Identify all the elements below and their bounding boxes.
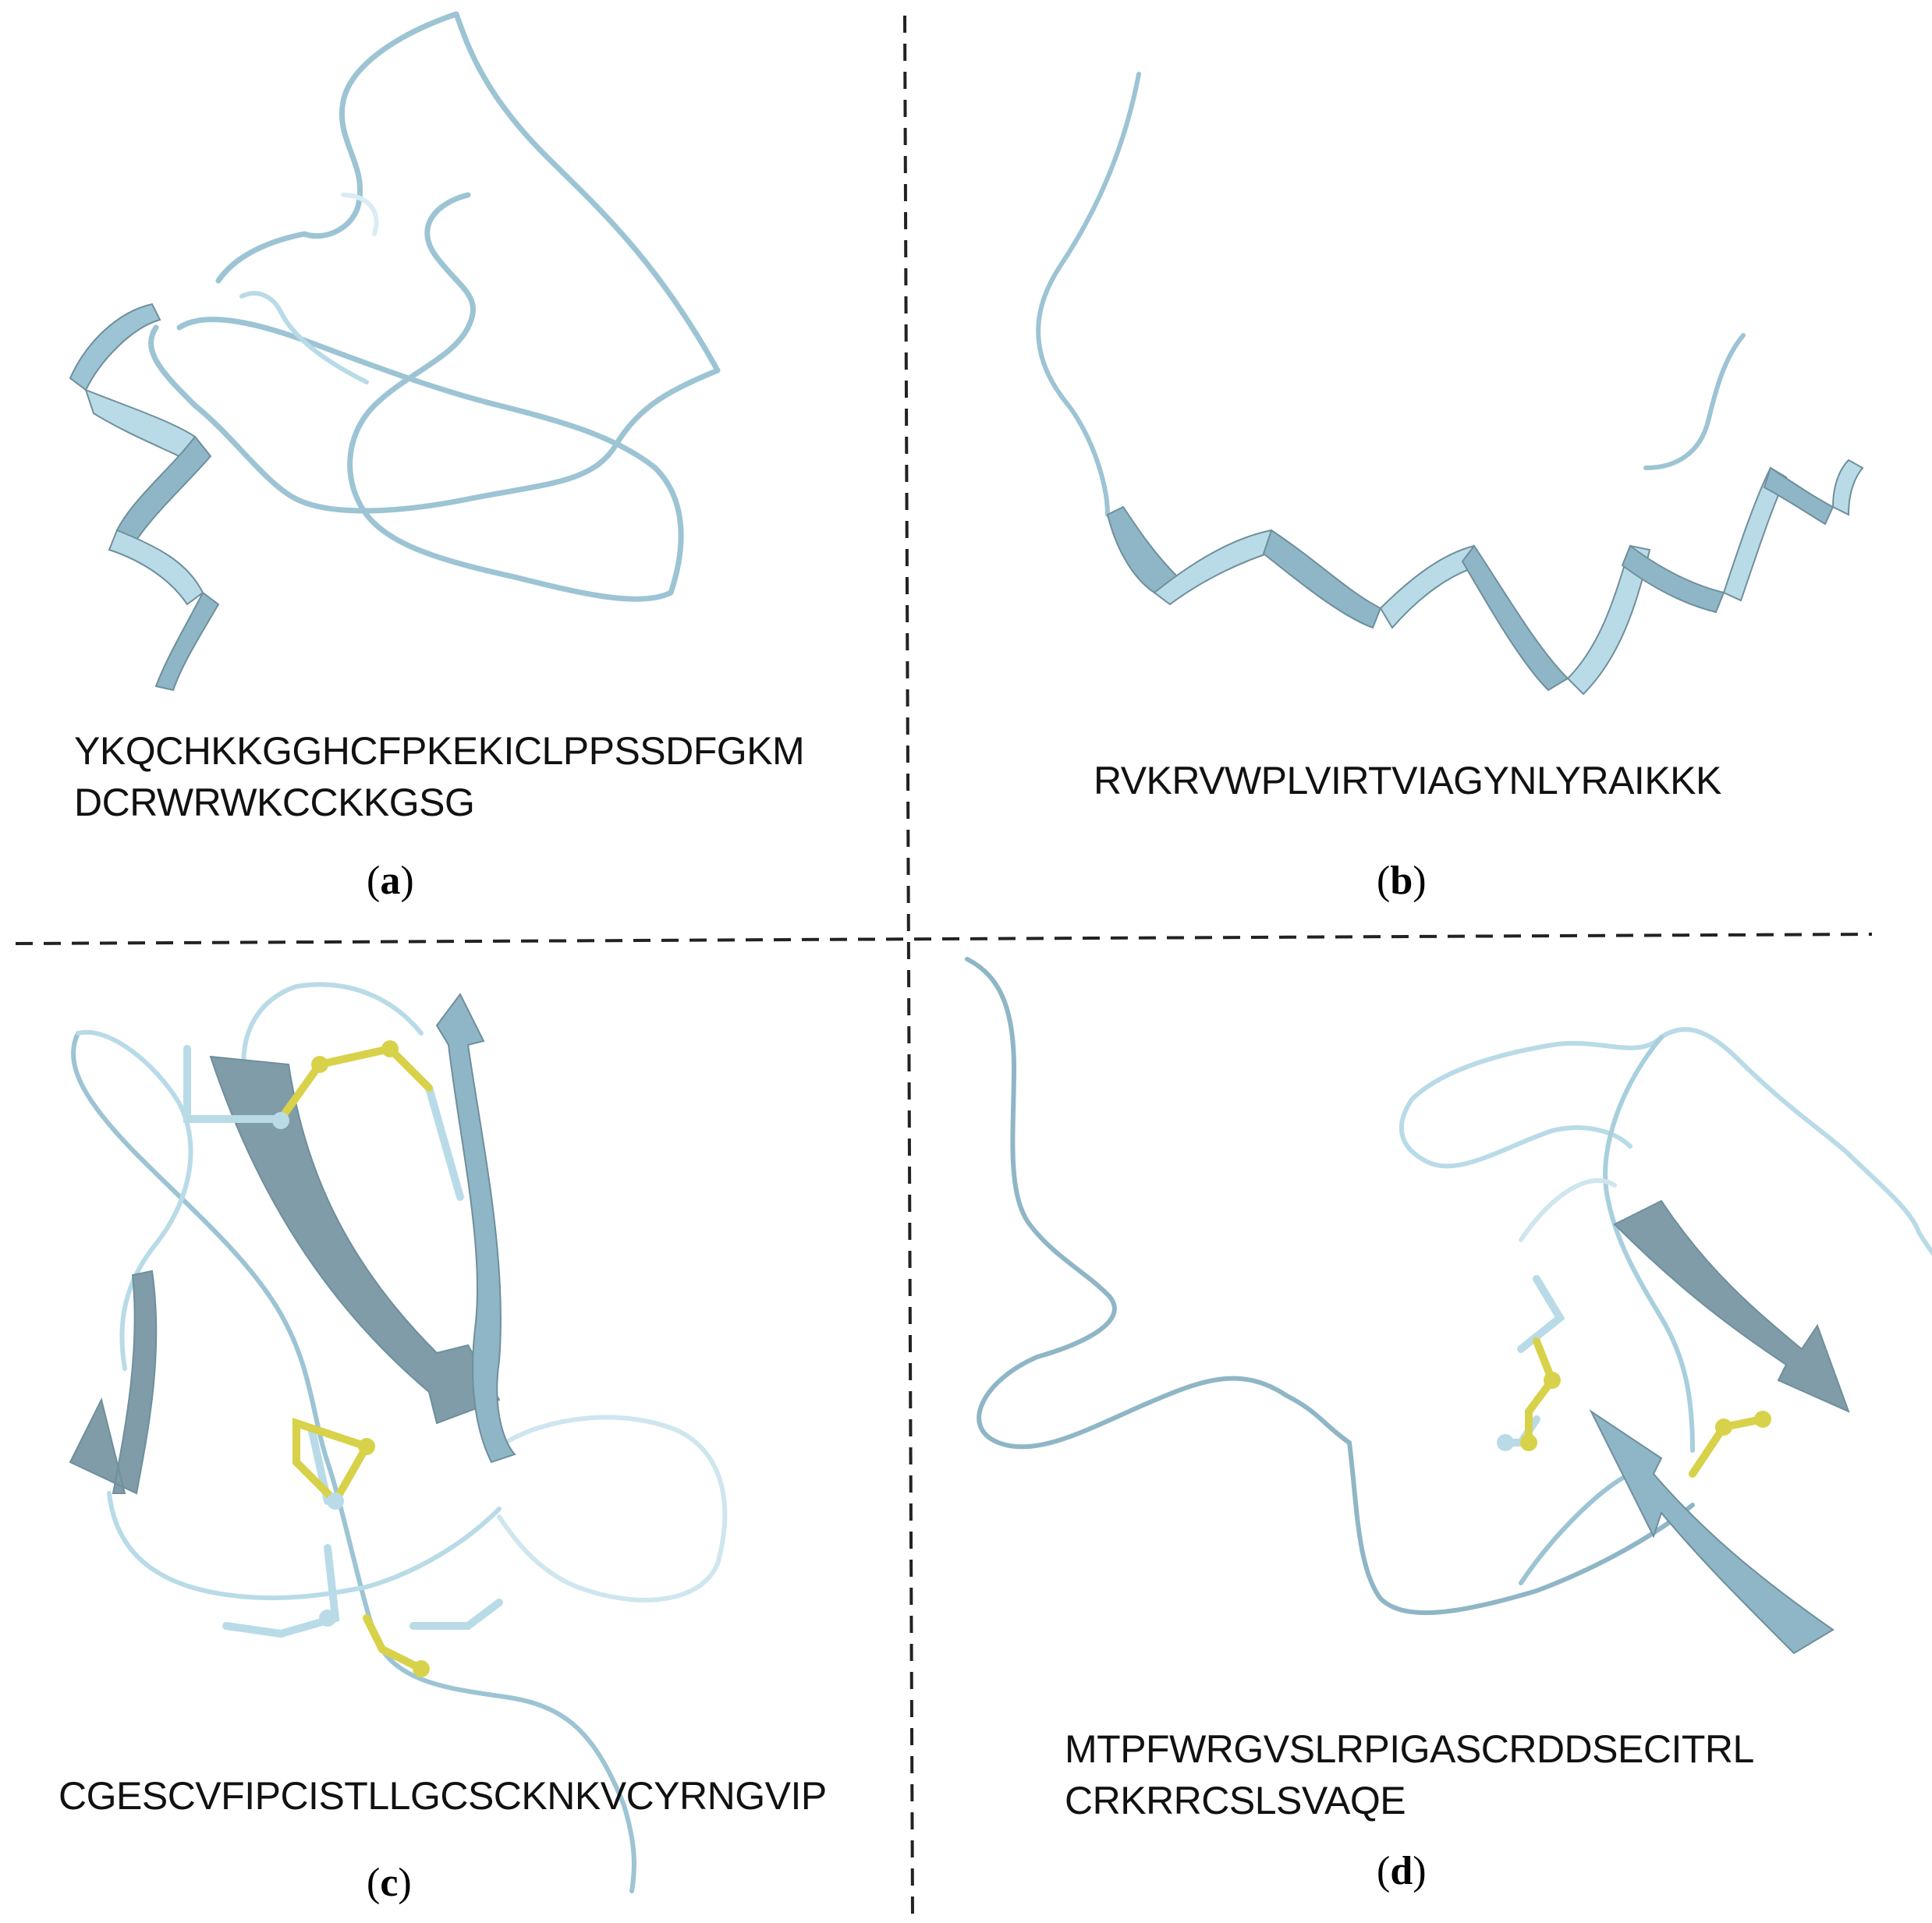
panel-label-d: (d) [1377,1849,1427,1893]
beta-strands-d [1589,1199,1850,1655]
sequence-d-line-1: MTPFWRGVSLRPIGASCRDDSECITRL [1065,1727,1754,1771]
sequence-d-line-2: CRKRRCSLSVAQE [1065,1779,1406,1822]
sequence-c-line-1: CGESCVFIPCISTLLGCSCKNKVCYRNGVIP [58,1774,827,1818]
protein-structure-c [69,982,728,1893]
sequence-a-line-1: YKQCHKKGGHCFPKEKICLPPSSDFGKM [74,729,805,773]
helix-b [1106,459,1864,696]
panel-d: MTPFWRGVSLRPIGASCRDDSECITRL CRKRRCSLSVAQ… [913,944,1932,1922]
sequence-b-line-1: RVKRVWPLVIRTVIAGYNLYRAIKKK [1094,759,1721,802]
protein-structure-a [69,11,721,692]
protein-structure-d [965,957,1932,1655]
panel-label-c-letter: c [380,1861,399,1905]
sequence-d: MTPFWRGVSLRPIGASCRDDSECITRL CRKRRCSLSVAQ… [1065,1723,1754,1826]
panel-a: YKQCHKKGGHCFPKEKICLPPSSDFGKM DCRWRWKCCKK… [0,0,905,944]
panel-b: RVKRVWPLVIRTVIAGYNLYRAIKKK (b) [913,0,1932,940]
sidechains-d [1497,1275,1771,1478]
panel-label-a: (a) [367,859,414,903]
beta-strands-c [69,993,516,1495]
panel-label-c: (c) [367,1861,412,1905]
sequence-c: CGESCVFIPCISTLLGCSCKNKVCYRNGVIP [58,1770,827,1822]
sidechains-c [183,1040,503,1677]
helix-a [69,303,220,692]
panel-c: CGESCVFIPCISTLLGCSCKNKVCYRNGVIP (c) [0,947,905,1922]
panel-label-b: (b) [1377,859,1427,903]
sequence-b: RVKRVWPLVIRTVIAGYNLYRAIKKK [1094,755,1721,806]
panel-label-b-letter: b [1390,859,1413,903]
panel-label-a-letter: a [380,859,401,903]
sequence-a-line-2: DCRWRWKCCKKGSG [74,781,475,824]
panel-label-d-letter: d [1390,1849,1413,1893]
sequence-a: YKQCHKKGGHCFPKEKICLPPSSDFGKM DCRWRWKCCKK… [74,725,805,828]
protein-structure-b [1036,72,1864,696]
